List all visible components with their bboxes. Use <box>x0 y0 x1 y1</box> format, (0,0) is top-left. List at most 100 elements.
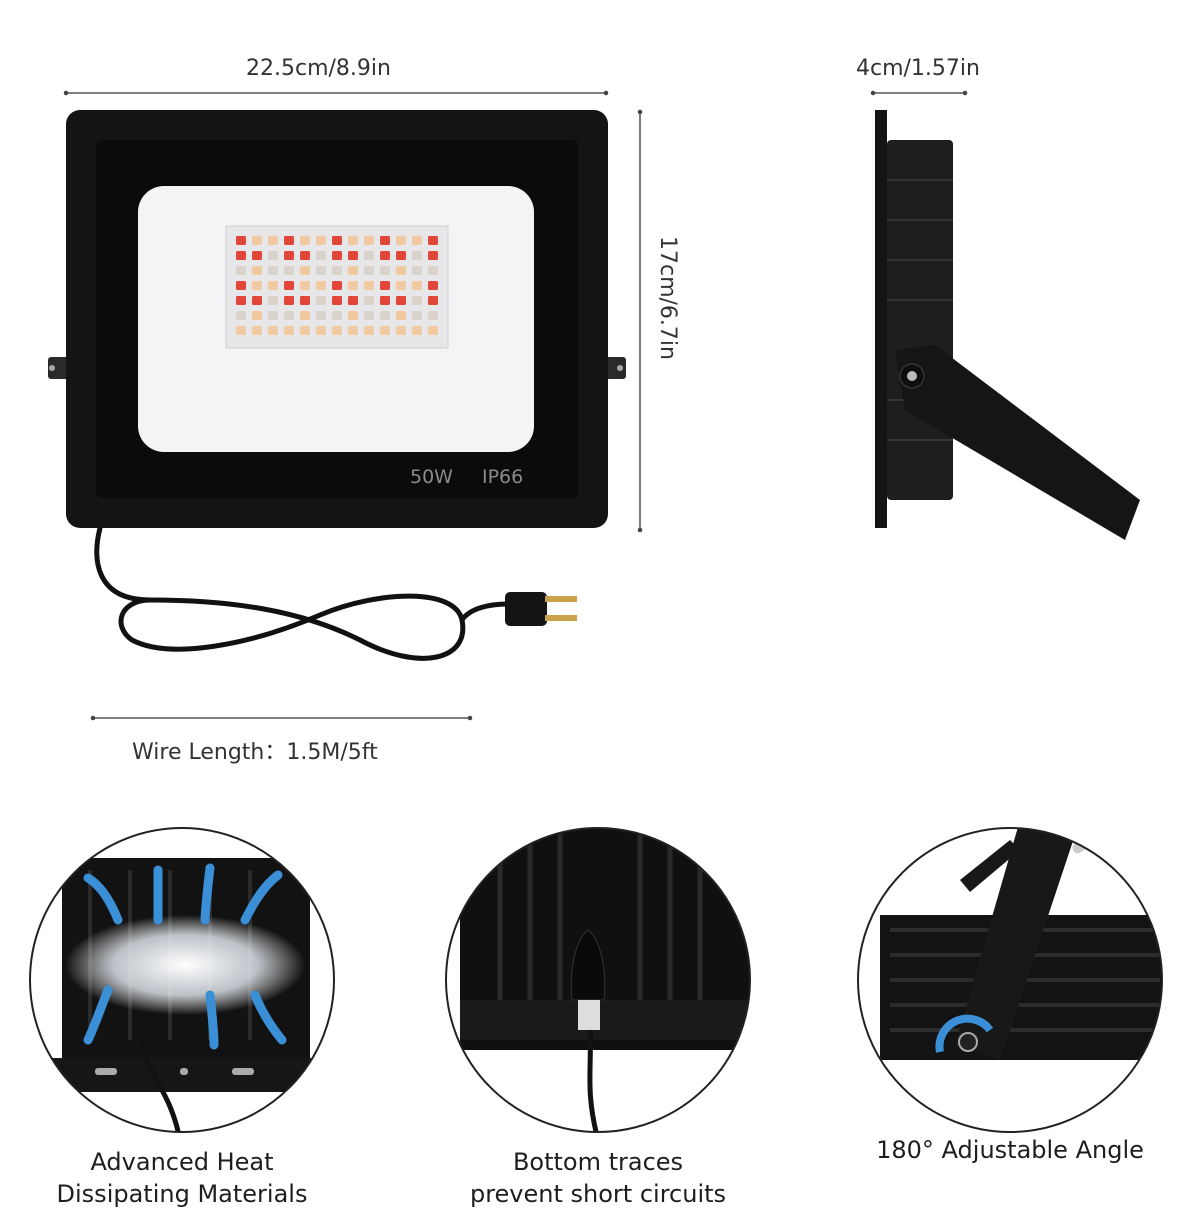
led-chip <box>284 326 294 335</box>
led-chip <box>380 296 390 305</box>
led-array <box>236 236 438 335</box>
led-chip <box>364 236 374 245</box>
led-chip <box>300 236 310 245</box>
led-chip <box>252 236 262 245</box>
led-chip <box>428 326 438 335</box>
led-chip <box>252 311 262 320</box>
led-chip <box>348 251 358 260</box>
led-chip <box>412 251 422 260</box>
feature-caption-angle: 180° Adjustable Angle <box>860 1134 1160 1166</box>
led-chip <box>236 236 246 245</box>
feature-caption-heat-line2: Dissipating Materials <box>56 1180 308 1209</box>
feature-bottom-traces-image <box>445 827 751 1133</box>
led-chip <box>236 251 246 260</box>
led-chip <box>348 326 358 335</box>
rotate-arrow-icon <box>935 1014 994 1053</box>
led-chip <box>268 281 278 290</box>
led-chip <box>412 236 422 245</box>
height-label: 17cm/6.7in <box>655 236 680 360</box>
led-chip <box>332 311 342 320</box>
led-chip <box>428 311 438 320</box>
led-chip <box>236 281 246 290</box>
led-chip <box>348 296 358 305</box>
led-chip <box>252 326 262 335</box>
led-chip <box>236 266 246 275</box>
led-chip <box>332 326 342 335</box>
wattage-label: 50W <box>410 466 453 488</box>
ip-rating-label: IP66 <box>482 466 524 488</box>
led-chip <box>252 251 262 260</box>
feature-caption-heat: Advanced Heat Dissipating Materials <box>32 1146 332 1211</box>
led-chip <box>268 311 278 320</box>
led-chip <box>316 236 326 245</box>
led-chip <box>380 251 390 260</box>
led-chip <box>380 281 390 290</box>
led-chip <box>316 311 326 320</box>
led-chip <box>412 311 422 320</box>
led-chip <box>364 326 374 335</box>
width-label: 22.5cm/8.9in <box>246 56 391 81</box>
led-chip <box>364 266 374 275</box>
led-chip <box>316 266 326 275</box>
led-chip <box>396 296 406 305</box>
heat-arrow-icon <box>83 863 287 1050</box>
led-chip <box>252 296 262 305</box>
led-chip <box>428 296 438 305</box>
led-chip <box>396 326 406 335</box>
led-chip <box>428 266 438 275</box>
led-chip <box>268 251 278 260</box>
led-chip <box>284 281 294 290</box>
power-cord <box>94 525 511 661</box>
led-chip <box>412 326 422 335</box>
led-chip <box>252 266 262 275</box>
plug <box>505 592 577 626</box>
wire-length-label: Wire Length：1.5M/5ft <box>132 740 378 765</box>
led-chip <box>332 251 342 260</box>
led-chip <box>300 296 310 305</box>
feature-caption-angle-line1: 180° Adjustable Angle <box>876 1136 1144 1164</box>
led-chip <box>348 311 358 320</box>
depth-label: 4cm/1.57in <box>856 56 980 81</box>
led-chip <box>300 251 310 260</box>
led-chip <box>300 326 310 335</box>
led-chip <box>348 266 358 275</box>
led-chip <box>348 236 358 245</box>
led-chip <box>284 311 294 320</box>
led-chip <box>396 311 406 320</box>
led-chip <box>236 311 246 320</box>
led-chip <box>364 296 374 305</box>
led-chip <box>364 311 374 320</box>
led-chip <box>332 236 342 245</box>
led-chip <box>396 281 406 290</box>
led-chip <box>396 236 406 245</box>
led-chip <box>396 266 406 275</box>
led-chip <box>300 281 310 290</box>
led-chip <box>268 326 278 335</box>
led-chip <box>236 296 246 305</box>
led-chip <box>412 296 422 305</box>
led-chip <box>284 236 294 245</box>
led-chip <box>380 326 390 335</box>
led-chip <box>316 281 326 290</box>
led-chip <box>316 326 326 335</box>
led-chip <box>428 236 438 245</box>
led-chip <box>412 266 422 275</box>
led-chip <box>380 266 390 275</box>
floodlight-side-view <box>875 110 1140 540</box>
led-chip <box>284 296 294 305</box>
led-chip <box>396 251 406 260</box>
led-chip <box>316 251 326 260</box>
led-chip <box>380 236 390 245</box>
feature-caption-traces-line2: prevent short circuits <box>469 1180 727 1209</box>
led-chip <box>252 281 262 290</box>
led-chip <box>284 266 294 275</box>
led-chip <box>268 236 278 245</box>
led-chip <box>364 251 374 260</box>
floodlight-front-view <box>48 110 626 528</box>
led-chip <box>428 251 438 260</box>
feature-caption-traces-line1: Bottom traces <box>512 1148 684 1176</box>
led-chip <box>236 326 246 335</box>
led-chip <box>332 266 342 275</box>
led-chip <box>268 296 278 305</box>
